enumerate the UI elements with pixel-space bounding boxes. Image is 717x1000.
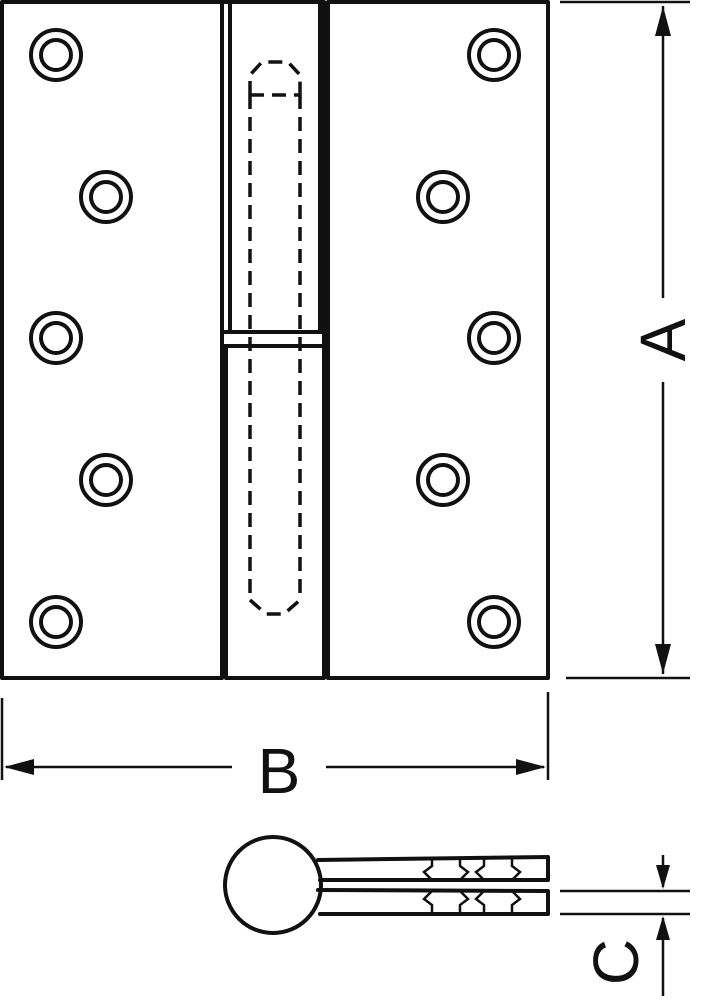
right-leaf-screw-holes (416, 28, 521, 649)
arrowhead (656, 916, 670, 940)
dimension-b: B (0, 692, 550, 807)
screw-hole (29, 595, 83, 649)
pin-bottom (248, 598, 302, 616)
arrowhead (656, 865, 670, 889)
screw-hole (467, 311, 521, 365)
dimension-c-label: C (580, 939, 652, 985)
hinge-side-view (223, 835, 550, 935)
arrowhead (516, 759, 546, 775)
upper-knuckle (220, 0, 326, 348)
left-leaf-screw-holes (29, 28, 133, 649)
screw-hole (29, 311, 83, 365)
screw-hole (467, 595, 521, 649)
screw-hole (79, 170, 133, 224)
dimension-a: A (560, 0, 699, 680)
lower-knuckle (224, 344, 326, 680)
right-leaf-outline (326, 0, 550, 680)
left-hinge-leaf (0, 0, 224, 680)
screw-hole (467, 28, 521, 82)
right-hinge-leaf (326, 0, 550, 680)
knuckle-collar (220, 330, 330, 348)
screw-hole (416, 453, 470, 507)
arrowhead (655, 6, 671, 36)
hinge-knuckle (220, 0, 330, 680)
lower-leaf-profile (316, 888, 550, 916)
screw-hole (29, 28, 83, 82)
hidden-hinge-pin (248, 60, 302, 616)
screw-hole (416, 170, 470, 224)
screw-hole (79, 453, 133, 507)
pin-top (248, 60, 302, 95)
left-leaf-outline (0, 0, 224, 680)
arrowhead (655, 644, 671, 674)
barrel-end (223, 835, 323, 935)
arrowhead (4, 759, 34, 775)
dimension-c: C (560, 855, 690, 996)
dimension-a-label: A (627, 318, 699, 361)
dimension-b-label: B (258, 735, 301, 807)
countersink-marks (422, 857, 522, 914)
